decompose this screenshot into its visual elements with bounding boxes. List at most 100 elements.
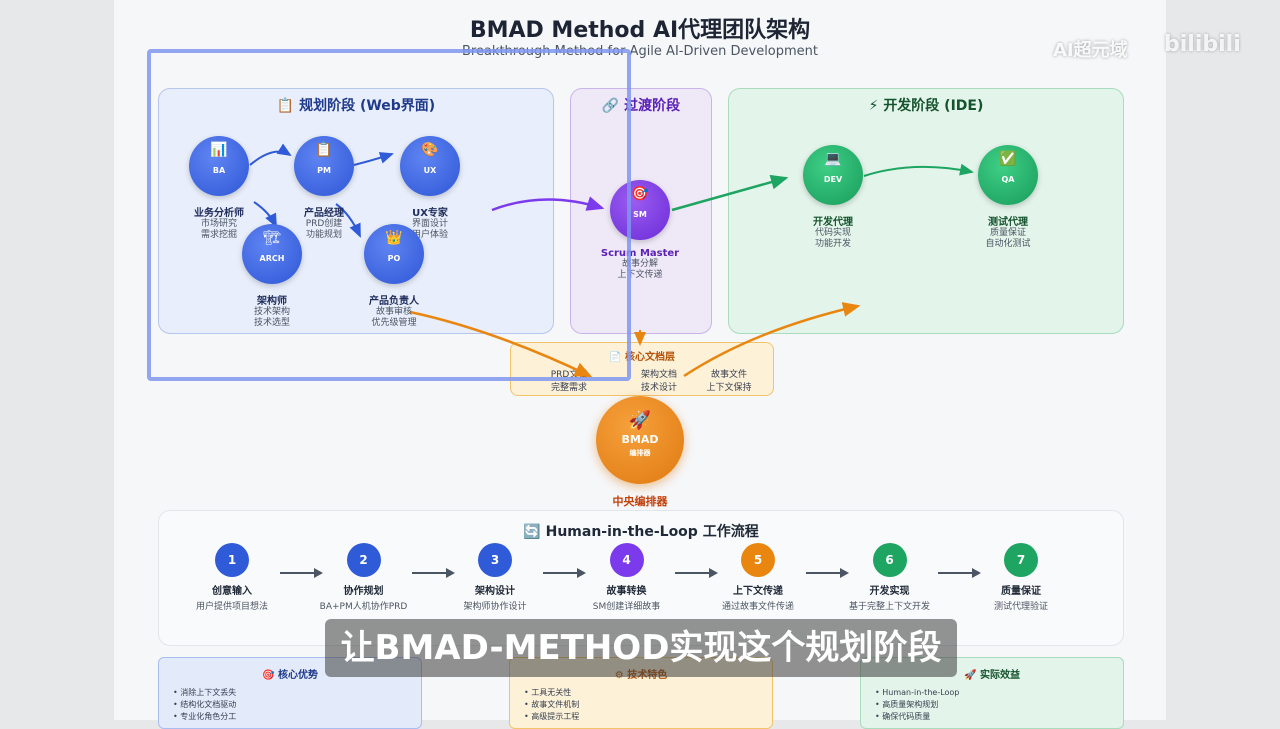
development-phase-panel: ⚡ 开发阶段 (IDE) <box>728 88 1124 334</box>
agent-code: BA <box>212 166 226 175</box>
step-desc: BA+PM人机协作PRD <box>319 602 408 612</box>
agent-code: DEV <box>823 175 843 184</box>
list-item: • 工具无关性 <box>524 688 572 697</box>
doc-item-name: PRD文档 <box>550 370 588 380</box>
agent-arch[interactable]: 🏗 ARCH 架构师 技术架构 技术选型 <box>212 224 332 329</box>
agent-desc: 代码实现 <box>814 228 851 238</box>
agent-pm[interactable]: 📋 PM 产品经理 PRD创建 功能规划 <box>264 136 384 241</box>
list-item-text: 消除上下文丢失 <box>180 688 237 697</box>
docs-layer-title: 📄 核心文档层 <box>511 348 773 363</box>
step-arrow-icon <box>937 565 982 579</box>
doc-item-name: 故事文件 <box>710 370 747 380</box>
agent-ba[interactable]: 📊 BA 业务分析师 市场研究 需求挖掘 <box>159 136 279 241</box>
agent-desc: 功能规划 <box>305 230 342 240</box>
agent-desc: 需求挖掘 <box>200 230 237 240</box>
agent-code: ARCH <box>259 254 285 263</box>
step-arrow-icon <box>280 565 324 579</box>
list-item: • 故事文件机制 <box>524 700 580 709</box>
agent-desc: 功能开发 <box>814 239 851 249</box>
agent-code: QA <box>1001 175 1015 184</box>
agent-circle: 🏗 ARCH <box>242 224 302 284</box>
agent-dev[interactable]: 💻 DEV 开发代理 代码实现 功能开发 <box>773 145 893 250</box>
results-list: • Human-in-the-Loop • 高质量架构规划 • 确保代码质量 <box>861 687 1123 723</box>
agent-desc: 故事分解 <box>621 259 658 269</box>
list-item: • 高级提示工程 <box>524 712 580 721</box>
clipboard-icon: 📋 <box>276 98 295 114</box>
arrow-ba-pm <box>249 143 292 166</box>
doc-item-story: 故事文件 上下文保持 <box>689 367 769 393</box>
agent-po[interactable]: 👑 PO 产品负责人 故事审核 优先级管理 <box>334 224 454 329</box>
agent-sm[interactable]: 🎯 SM Scrum Master 故事分解 上下文传递 <box>580 180 700 281</box>
advantages-list: • 消除上下文丢失 • 结构化文档驱动 • 专业化角色分工 <box>159 687 421 723</box>
planning-phase-title: 📋 规划阶段 (Web界面) <box>159 95 553 115</box>
results-label: 实际效益 <box>979 670 1020 681</box>
agent-name: 产品负责人 <box>369 296 419 307</box>
list-item-text: 专业化角色分工 <box>180 712 237 721</box>
cycle-icon: 🔄 <box>523 524 541 540</box>
development-phase-title: ⚡ 开发阶段 (IDE) <box>729 95 1123 115</box>
agent-code: PM <box>317 166 331 175</box>
crown-icon: 👑 <box>385 230 403 246</box>
step-title: 创意输入 <box>212 586 252 597</box>
agent-name: 业务分析师 <box>194 208 244 219</box>
orchestrator-badge[interactable]: 🚀 BMAD 编排器 <box>596 396 684 484</box>
arrow-pm-ux <box>353 152 394 166</box>
arrow-pm-po <box>335 203 361 238</box>
agent-name: 开发代理 <box>813 217 853 228</box>
list-item: • 高质量架构规划 <box>875 700 939 709</box>
agent-code: PO <box>387 254 401 263</box>
docs-layer-label: 核心文档层 <box>624 352 675 363</box>
step-desc: 用户提供项目想法 <box>195 602 268 612</box>
doc-item-desc: 上下文保持 <box>706 383 752 393</box>
agent-circle: 🎯 SM <box>610 180 670 240</box>
step-title: 协作规划 <box>343 586 384 597</box>
step-number: 4 <box>609 543 644 577</box>
step-number: 7 <box>1004 543 1038 577</box>
arrow-ba-arch <box>253 201 277 228</box>
step-title: 上下文传递 <box>733 586 783 597</box>
agent-code: UX <box>423 166 437 175</box>
step-arrow-icon <box>543 565 587 579</box>
step-arrow-icon <box>411 565 456 579</box>
page-subtitle: Breakthrough Method for Agile AI-Driven … <box>461 44 819 59</box>
arrow-dev-qa <box>863 163 974 177</box>
agent-desc: 用户体验 <box>411 230 448 240</box>
agent-qa[interactable]: ✅ QA 测试代理 质量保证 自动化测试 <box>948 145 1068 250</box>
agent-desc: PRD创建 <box>305 219 343 229</box>
step-title: 开发实现 <box>869 586 910 597</box>
orchestrator-label: 中央编排器 <box>612 495 668 508</box>
rocket-icon: 🚀 <box>628 410 652 431</box>
agent-ux[interactable]: 🎨 UX UX专家 界面设计 用户体验 <box>370 136 490 241</box>
doc-item-name: 架构文档 <box>640 370 677 380</box>
doc-item-architecture: 架构文档 技术设计 <box>619 367 699 393</box>
agent-circle: 🎨 UX <box>400 136 460 196</box>
channel-watermark: AI超元域 <box>1053 40 1128 61</box>
advantages-title: 🎯 核心优势 <box>159 666 421 681</box>
agent-desc: 质量保证 <box>989 228 1026 238</box>
lightning-icon: ⚡ <box>868 98 879 114</box>
palette-icon: 🎨 <box>421 142 439 158</box>
orchestrator-code: BMAD <box>621 433 659 446</box>
features-list: • 工具无关性 • 故事文件机制 • 高级提示工程 <box>510 687 772 723</box>
agent-circle: 👑 PO <box>364 224 424 284</box>
rocket-icon: 🚀 <box>964 670 977 681</box>
list-item-text: 确保代码质量 <box>882 712 931 721</box>
list-item: • 专业化角色分工 <box>173 712 237 721</box>
agent-circle: 💻 DEV <box>803 145 863 205</box>
agent-desc: 市场研究 <box>200 219 237 229</box>
planning-phase-label: 规划阶段 (Web界面) <box>299 98 436 114</box>
step-title: 故事转换 <box>606 586 647 597</box>
agent-circle: ✅ QA <box>978 145 1038 205</box>
agent-name: 测试代理 <box>988 217 1028 228</box>
agent-desc: 界面设计 <box>411 219 448 229</box>
link-icon: 🔗 <box>601 98 620 114</box>
advantages-label: 核心优势 <box>277 670 318 681</box>
page-title: BMAD Method AI代理团队架构 <box>469 18 811 43</box>
